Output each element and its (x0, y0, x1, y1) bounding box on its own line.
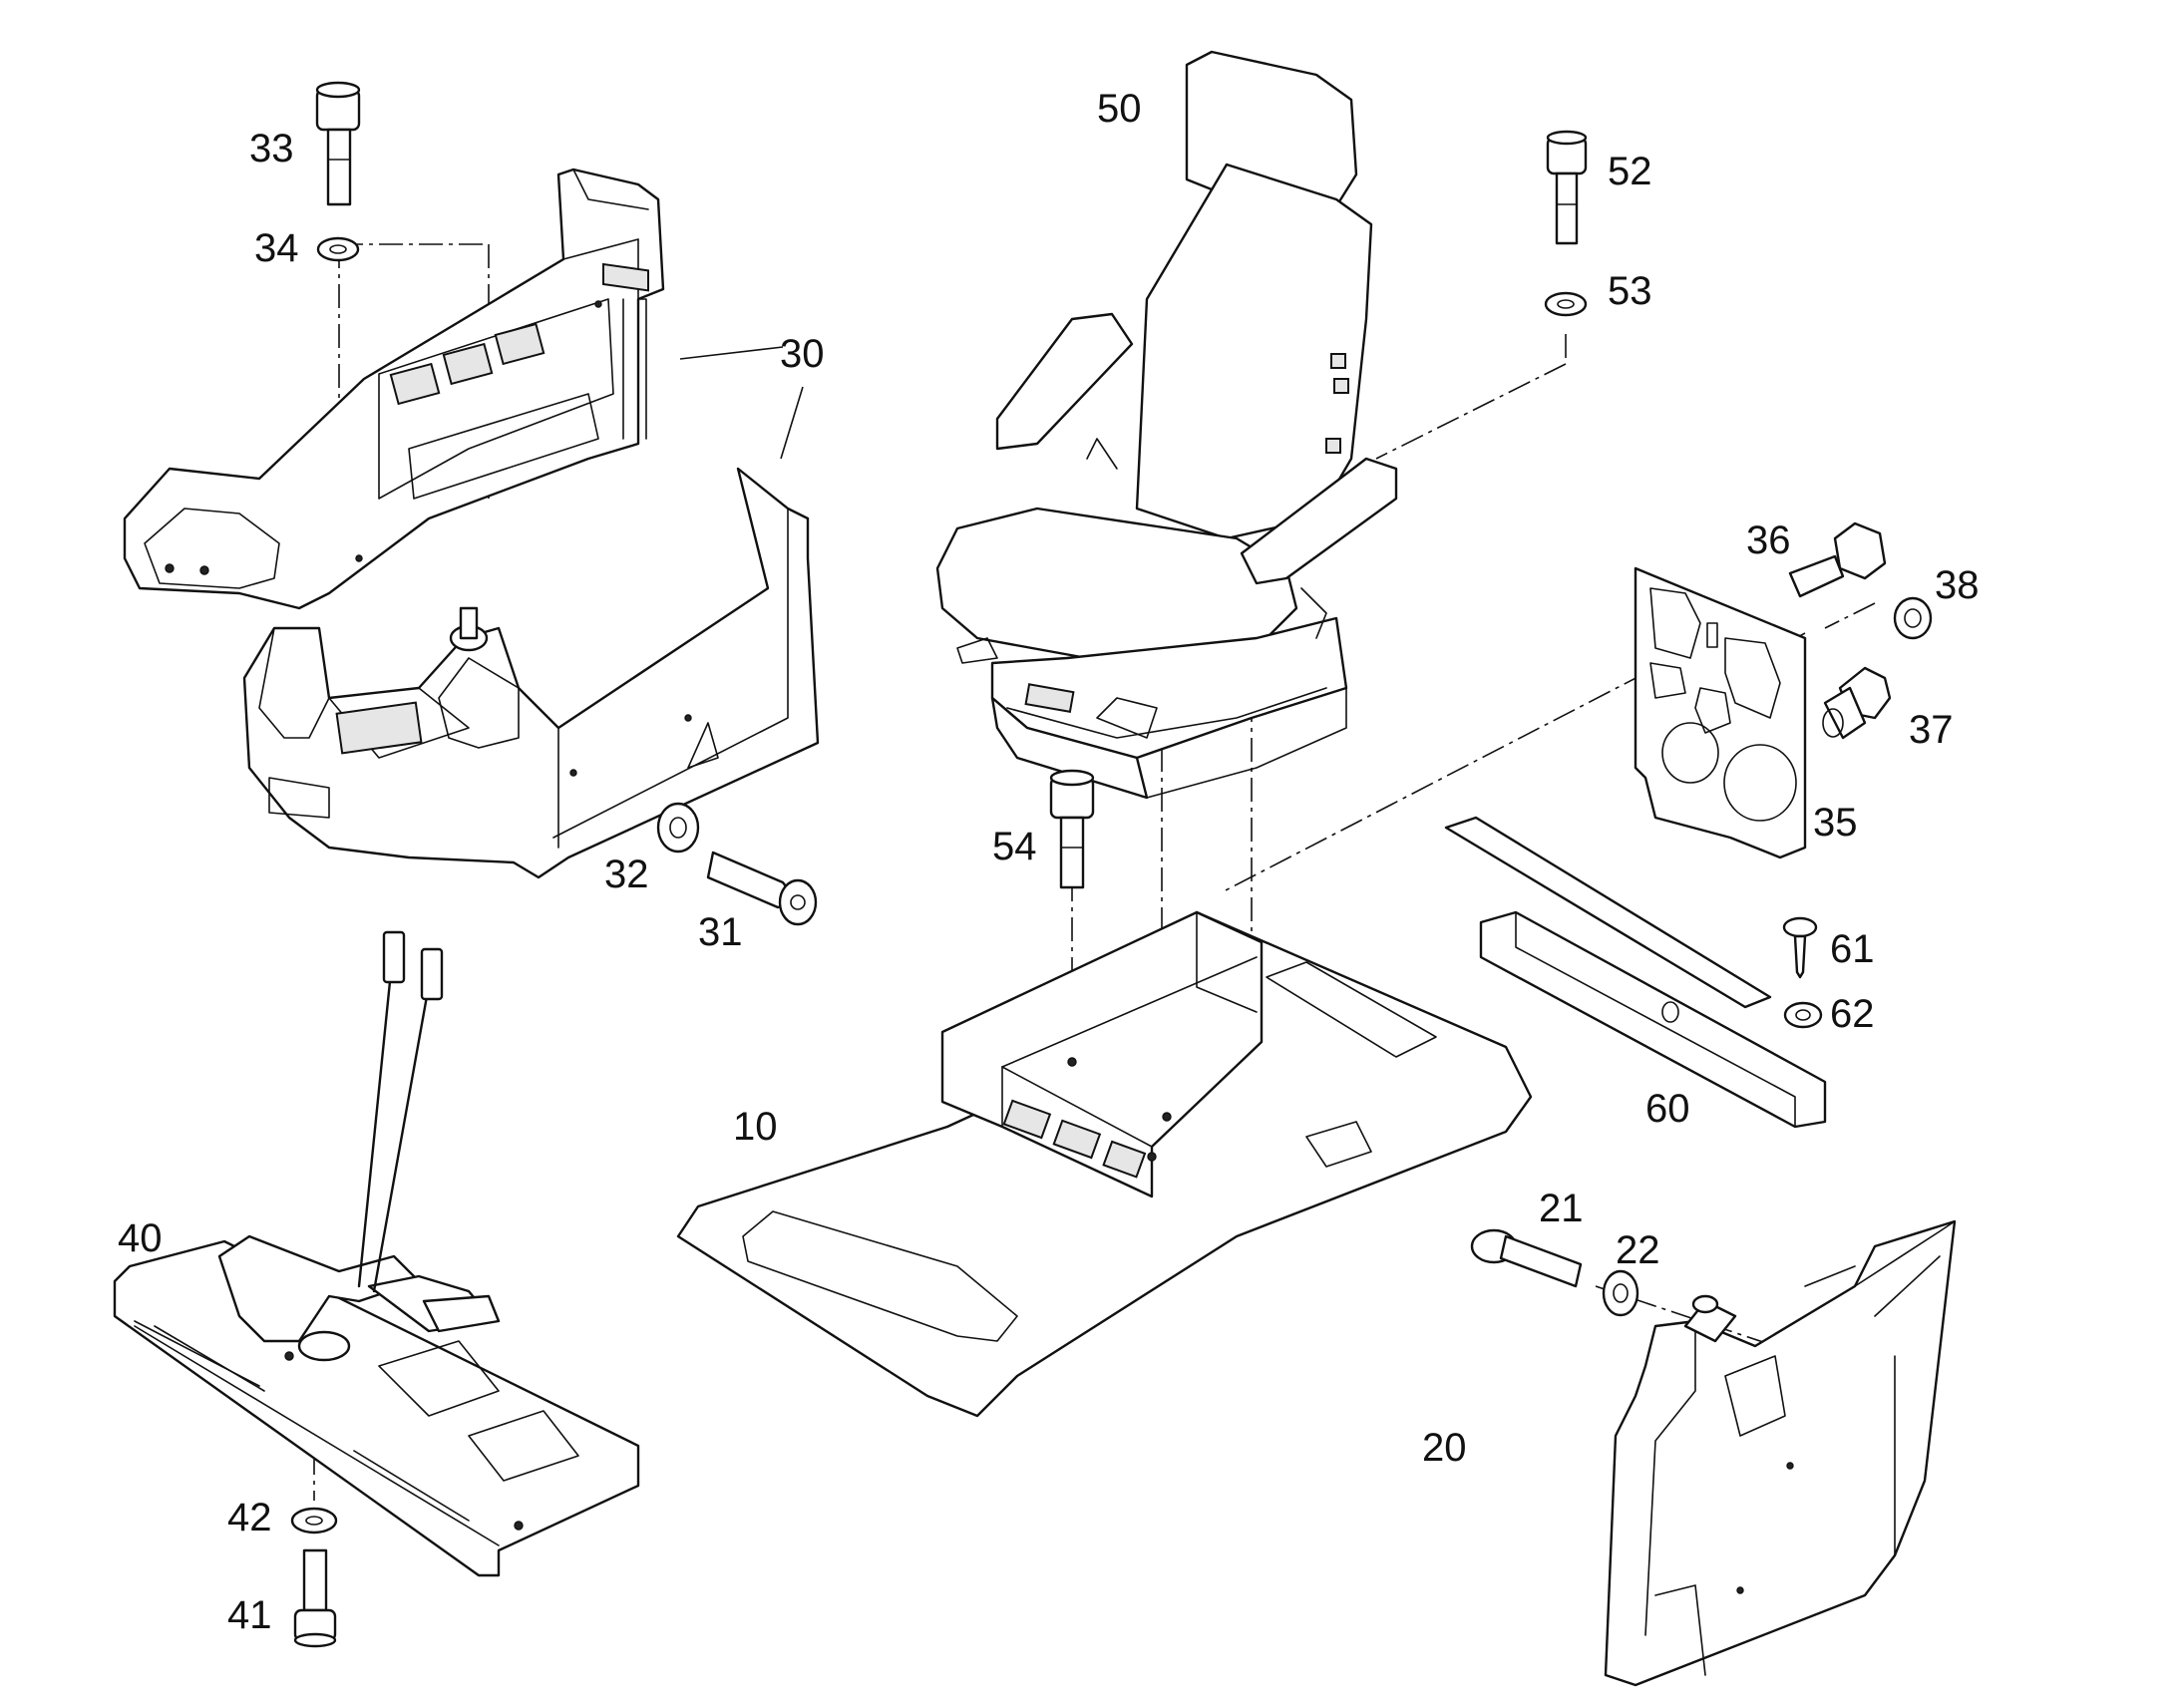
part-32-washer (656, 802, 700, 854)
part-42-washer (290, 1507, 338, 1535)
callout-37: 37 (1909, 708, 1954, 752)
part-53-washer (1544, 291, 1588, 317)
callout-21: 21 (1539, 1187, 1584, 1230)
callout-36: 36 (1746, 518, 1791, 562)
part-20-right-console (1604, 1219, 1957, 1687)
part-62-washer (1783, 1001, 1823, 1029)
callout-35: 35 (1813, 801, 1858, 845)
part-54-bolt (1049, 769, 1095, 889)
part-21-bolt (1470, 1228, 1583, 1288)
callout-32: 32 (604, 853, 649, 896)
part-22-washer (1602, 1269, 1639, 1317)
callout-34: 34 (254, 226, 299, 270)
callout-22: 22 (1616, 1228, 1660, 1272)
part-60-rail (1444, 816, 1827, 1129)
callout-20: 20 (1422, 1426, 1467, 1470)
callout-42: 42 (227, 1496, 272, 1539)
callout-31: 31 (698, 910, 743, 954)
part-50-seat (935, 50, 1398, 800)
callout-30: 30 (780, 332, 825, 376)
callout-62: 62 (1830, 992, 1875, 1036)
part-61-screw (1782, 916, 1818, 979)
part-52-bolt (1546, 130, 1588, 245)
leader-lines (679, 346, 804, 460)
part-10-seat-box (940, 910, 1264, 1198)
part-41-bolt (293, 1548, 337, 1648)
part-31-bolt (706, 851, 818, 926)
part-30-lower-console (242, 467, 820, 879)
part-33-bolt (315, 81, 361, 206)
callout-50: 50 (1097, 87, 1142, 131)
callout-10: 10 (733, 1105, 778, 1149)
callout-52: 52 (1608, 150, 1652, 193)
part-40-lever-base (113, 930, 640, 1577)
callout-40: 40 (118, 1216, 163, 1260)
callout-38: 38 (1935, 563, 1980, 607)
callout-60: 60 (1645, 1087, 1690, 1131)
callout-41: 41 (227, 1593, 272, 1637)
part-34-washer (316, 236, 360, 262)
callout-labels: 10 20 21 22 30 31 32 33 34 35 36 37 38 4… (118, 87, 1980, 1637)
part-36-plug (1788, 521, 1887, 598)
callout-33: 33 (249, 127, 294, 171)
callout-61: 61 (1830, 927, 1875, 971)
callout-53: 53 (1608, 269, 1652, 313)
callout-54: 54 (992, 825, 1037, 868)
part-35-plate (1634, 566, 1807, 859)
part-30-console-frame (123, 168, 665, 610)
part-38-grommet (1893, 596, 1933, 640)
part-37-fitting (1822, 666, 1892, 740)
